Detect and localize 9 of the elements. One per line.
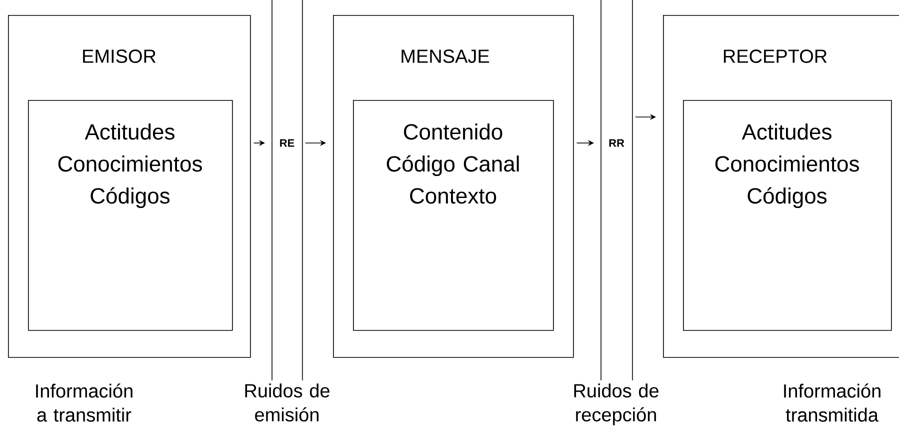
component-box: Actitudes Conocimientos Códigos bbox=[28, 100, 233, 331]
node-label: Ruidos de emisión bbox=[245, 384, 330, 422]
node-label: Información a transmitir bbox=[36, 384, 132, 422]
component-box: Contenido Código Canal Contexto bbox=[353, 100, 554, 331]
node-label: Ruidos de recepción bbox=[574, 384, 658, 426]
noise-band: RR bbox=[600, 0, 633, 381]
node-label: Información transmitida bbox=[784, 384, 880, 422]
component-box: Actitudes Conocimientos Códigos bbox=[683, 100, 892, 331]
noise-band: RE bbox=[272, 0, 303, 381]
